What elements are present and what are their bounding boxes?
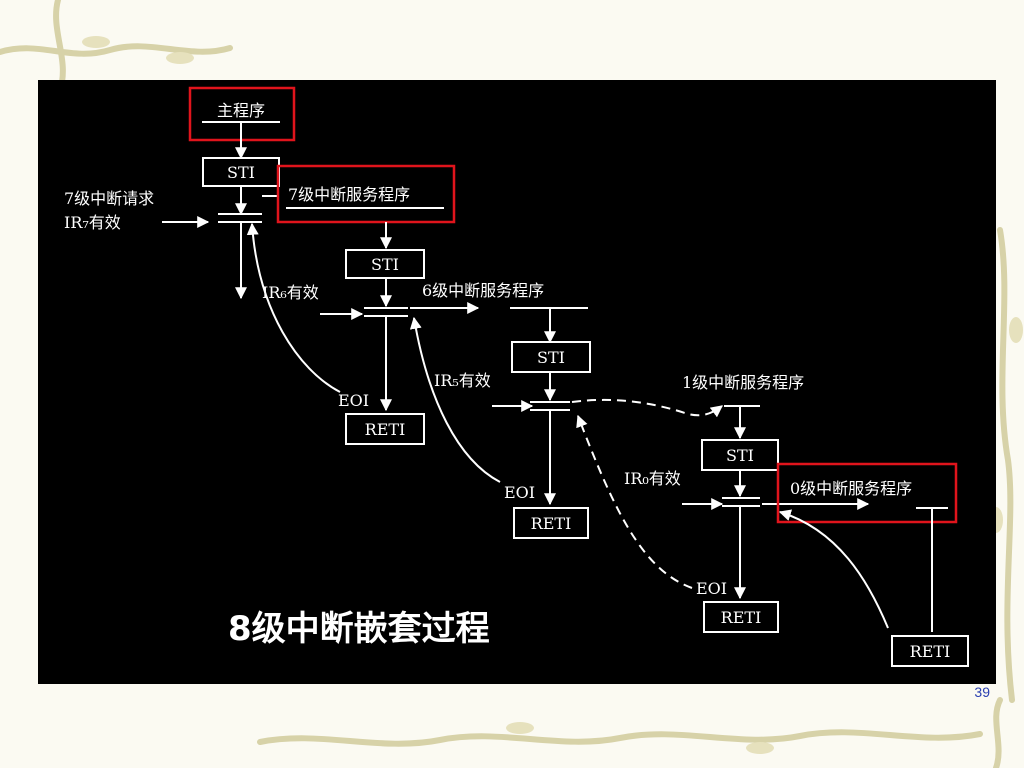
diagram-caption: 8级中断嵌套过程 [228, 609, 490, 649]
isr6-label: 6级中断服务程序 [422, 281, 544, 300]
diagram-panel: 主程序 STI 7级中断请求 IR₇有效 7级中断服务程序 STI EOI RE… [38, 80, 996, 684]
return-arrow-isr0 [778, 509, 889, 629]
reti-box-isr0 [891, 635, 969, 667]
ir0-valid-label: IR₀有效 [624, 469, 681, 488]
eoi-label-isr1: EOI [696, 579, 727, 598]
isr7-highlight [276, 164, 456, 224]
dashed-to-isr1 [571, 398, 723, 418]
req7-label: 7级中断请求 [64, 189, 154, 208]
isr1-label: 1级中断服务程序 [682, 373, 804, 392]
ir7-valid-label: IR₇有效 [64, 213, 121, 232]
reti-label-isr1: RETI [721, 608, 762, 627]
isr0-highlight [776, 462, 958, 524]
ir5-valid-label: IR₅有效 [434, 371, 491, 390]
return-arrow-isr7 [246, 222, 341, 393]
sti-label-main: STI [227, 163, 255, 182]
reti-label-isr6: RETI [531, 514, 572, 533]
interrupt-nesting-diagram: 主程序 STI 7级中断请求 IR₇有效 7级中断服务程序 STI EOI RE… [64, 86, 969, 667]
return-arrow-isr6 [409, 316, 501, 483]
sti-label-isr7: STI [371, 255, 399, 274]
sti-label-isr1: STI [726, 446, 754, 465]
main-program-label: 主程序 [217, 101, 265, 120]
reti-box-isr1 [703, 601, 779, 633]
reti-label-isr0: RETI [910, 642, 951, 661]
reti-box-isr6 [513, 507, 589, 539]
isr7-label: 7级中断服务程序 [288, 185, 410, 204]
sti-label-isr6: STI [537, 348, 565, 367]
ir6-valid-label: IR₆有效 [262, 283, 319, 302]
sti-box-isr6 [511, 341, 591, 373]
reti-label-isr7: RETI [365, 420, 406, 439]
dashed-return-isr1 [576, 414, 693, 589]
reti-box-isr7 [345, 413, 425, 445]
eoi-label-isr7: EOI [338, 391, 369, 410]
eoi-label-isr6: EOI [504, 483, 535, 502]
page-number: 39 [974, 684, 990, 700]
isr0-label: 0级中断服务程序 [790, 479, 912, 498]
